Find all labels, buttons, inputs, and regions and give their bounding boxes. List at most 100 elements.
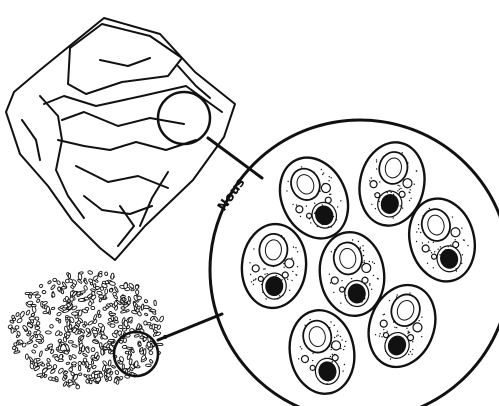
cell	[238, 221, 309, 310]
grain	[101, 349, 105, 355]
grain	[67, 300, 71, 303]
grain	[122, 297, 125, 301]
grain	[53, 364, 57, 369]
grain	[114, 316, 118, 320]
grain	[83, 285, 88, 291]
grain	[77, 321, 81, 325]
grain	[47, 280, 51, 284]
grain	[68, 273, 71, 278]
grain	[46, 306, 50, 312]
grain	[82, 353, 87, 358]
grain	[131, 289, 135, 291]
grain	[49, 324, 54, 329]
granule	[310, 365, 316, 371]
grain	[39, 334, 44, 339]
granule	[339, 287, 345, 293]
grain	[105, 289, 108, 294]
grain	[78, 298, 85, 301]
grain	[135, 290, 139, 295]
grain	[45, 331, 51, 334]
grain	[114, 286, 119, 292]
grain	[86, 379, 90, 384]
grain	[59, 342, 62, 346]
grain	[66, 362, 70, 365]
grain	[95, 286, 100, 289]
grain	[110, 289, 113, 292]
grain	[111, 316, 114, 321]
grain	[29, 356, 34, 362]
granule	[252, 265, 260, 273]
grain	[26, 333, 30, 336]
grain	[36, 299, 40, 303]
grain	[90, 347, 95, 352]
grain	[59, 319, 62, 323]
grain	[102, 360, 108, 366]
grain	[110, 324, 115, 328]
grain	[144, 299, 148, 303]
grain	[121, 307, 125, 310]
granule	[284, 258, 294, 268]
grain	[39, 284, 43, 288]
grain	[35, 326, 40, 330]
grain	[109, 281, 116, 286]
grain	[58, 359, 63, 362]
grain	[51, 307, 55, 310]
grain	[72, 344, 78, 347]
grain	[146, 364, 152, 367]
grain	[118, 325, 123, 329]
grain	[78, 373, 82, 376]
grain	[58, 287, 61, 291]
grain	[27, 301, 33, 305]
granule	[431, 254, 437, 260]
grain	[14, 350, 20, 353]
grain	[91, 306, 95, 310]
grain	[12, 315, 15, 318]
grain	[149, 359, 153, 364]
grain	[109, 313, 115, 316]
grain	[31, 313, 35, 317]
grain	[15, 312, 19, 317]
grain	[87, 368, 90, 372]
grain	[91, 360, 93, 364]
grain	[53, 354, 58, 357]
grain	[159, 316, 164, 323]
grain	[144, 321, 148, 325]
grain	[32, 306, 37, 313]
grain	[72, 312, 78, 315]
grain	[46, 363, 50, 367]
grain	[92, 365, 97, 370]
grain	[69, 355, 72, 360]
grain	[25, 310, 30, 316]
grain	[152, 324, 155, 330]
diagram-label: Nous	[215, 175, 249, 214]
grain	[22, 325, 28, 331]
grain	[150, 316, 155, 321]
grain	[85, 328, 90, 334]
grain	[56, 312, 61, 317]
grain	[56, 280, 61, 285]
grain	[25, 354, 28, 359]
grain	[134, 361, 138, 368]
grain	[143, 349, 146, 356]
grain	[35, 316, 40, 320]
grain	[78, 366, 81, 371]
grain	[111, 365, 115, 368]
grain	[86, 332, 92, 337]
grain	[88, 320, 94, 325]
granule	[331, 277, 339, 285]
grain	[84, 297, 89, 301]
grain	[108, 360, 111, 366]
grain	[147, 342, 151, 347]
grain	[89, 380, 92, 384]
grain	[72, 362, 77, 366]
grain	[36, 339, 42, 342]
grain	[108, 339, 114, 341]
grain	[71, 354, 77, 359]
grain	[141, 304, 144, 311]
grain	[39, 351, 43, 357]
grain	[53, 278, 57, 281]
granule	[361, 263, 371, 273]
grain	[114, 370, 119, 375]
grain	[50, 369, 56, 374]
